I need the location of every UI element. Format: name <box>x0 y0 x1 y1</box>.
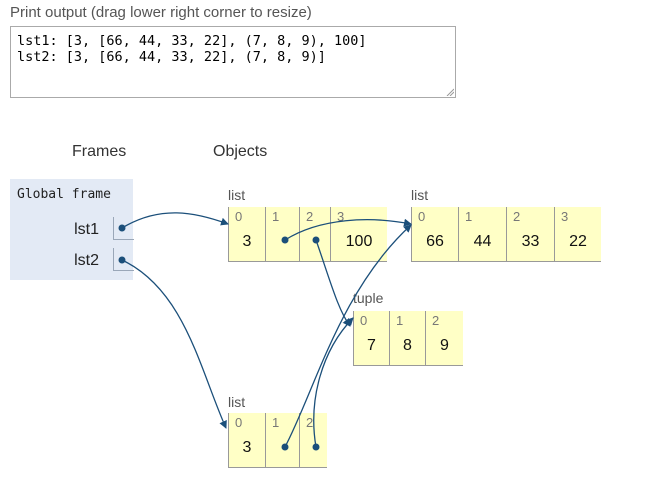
print-output-box[interactable]: lst1: [3, [66, 44, 33, 22], (7, 8, 9), 1… <box>10 26 456 98</box>
cell-index: 0 <box>360 313 368 328</box>
list-a-cell-2: 2 <box>299 207 330 262</box>
global-frame-title: Global frame <box>17 187 111 202</box>
arrow-lst1-to-list-a <box>121 212 229 229</box>
var-name-lst1: lst1 <box>74 221 99 238</box>
cell-value: 33 <box>521 233 540 250</box>
cell-value: 66 <box>426 233 444 250</box>
cell-value: 100 <box>345 233 373 250</box>
list-c-type-label: list <box>228 394 246 410</box>
cell-index: 2 <box>306 209 314 224</box>
cell-index: 1 <box>272 415 280 430</box>
cell-index: 1 <box>465 209 473 224</box>
cell-index: 2 <box>306 415 314 430</box>
cell-index: 1 <box>272 209 280 224</box>
cell-index: 0 <box>235 415 243 430</box>
cell-value: 3 <box>242 233 252 250</box>
cell-value: 7 <box>367 337 376 354</box>
list-b-type-label: list <box>411 187 429 203</box>
cell-value: 22 <box>569 233 587 250</box>
var-pointer-cell-lst2 <box>113 248 134 271</box>
print-output-label: Print output (drag lower right corner to… <box>10 4 312 21</box>
objects-header: Objects <box>213 143 268 160</box>
list-c-cell-2: 2 <box>299 413 327 468</box>
cell-index: 2 <box>513 209 521 224</box>
cell-index: 0 <box>235 209 243 224</box>
tuple-type-label: tuple <box>353 290 384 306</box>
list-a-cell-1: 1 <box>265 207 299 262</box>
list-a-type-label: list <box>228 187 246 203</box>
var-pointer-cell-lst1 <box>113 217 134 240</box>
resize-grip-icon[interactable] <box>446 88 454 96</box>
cell-index: 1 <box>396 313 404 328</box>
cell-value: 9 <box>440 337 449 354</box>
cell-value: 44 <box>473 233 492 250</box>
print-line-lst1: lst1: [3, [66, 44, 33, 22], (7, 8, 9), 1… <box>17 33 367 49</box>
cell-index: 0 <box>418 209 426 224</box>
global-frame: Global frame lst1 lst2 <box>10 179 134 280</box>
cell-index: 2 <box>432 313 440 328</box>
cell-value: 3 <box>242 439 252 456</box>
list-c-cell-1: 1 <box>265 413 299 468</box>
cell-index: 3 <box>337 209 345 224</box>
arrow-lst2-to-list-c <box>121 259 227 429</box>
cell-index: 3 <box>561 209 569 224</box>
cell-value: 8 <box>403 337 412 354</box>
print-line-lst2: lst2: [3, [66, 44, 33, 22], (7, 8, 9)] <box>17 49 326 65</box>
frames-header: Frames <box>72 143 127 160</box>
var-name-lst2: lst2 <box>74 252 99 269</box>
